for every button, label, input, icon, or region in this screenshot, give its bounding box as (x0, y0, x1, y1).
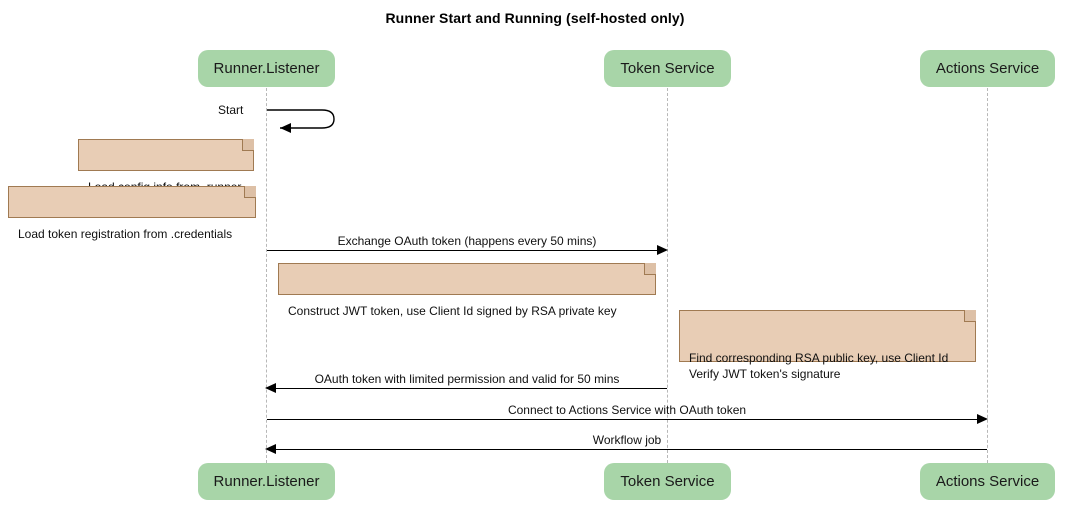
lifeline-actions-service (987, 88, 988, 463)
message-line-workflow-job (275, 449, 987, 450)
note-fold-corner-icon (244, 186, 256, 198)
note-construct-jwt: Construct JWT token, use Client Id signe… (278, 263, 656, 318)
diagram-title: Runner Start and Running (self-hosted on… (385, 10, 685, 26)
note-fold-corner-icon (644, 263, 656, 275)
self-message-start-arrow (267, 109, 335, 133)
lifeline-token-service (667, 88, 668, 463)
arrowhead-right-icon (657, 245, 668, 255)
participant-runner-listener-top[interactable]: Runner.Listener (198, 50, 335, 87)
arrowhead-right-icon (977, 414, 988, 424)
lifeline-runner-listener (266, 88, 267, 463)
note-load-token-registration-text: Load token registration from .credential… (18, 227, 233, 241)
arrowhead-left-icon (265, 383, 276, 393)
note-construct-jwt-text: Construct JWT token, use Client Id signe… (288, 304, 617, 318)
message-line-oauth-token-returned (275, 388, 667, 389)
note-verify-jwt: Find corresponding RSA public key, use C… (679, 310, 976, 381)
note-fold-corner-icon (964, 310, 976, 322)
message-label-exchange-oauth-token: Exchange OAuth token (happens every 50 m… (337, 234, 597, 248)
participant-runner-listener-bottom[interactable]: Runner.Listener (198, 463, 335, 500)
note-verify-jwt-text: Find corresponding RSA public key, use C… (689, 351, 949, 381)
message-label-workflow-job: Workflow job (592, 433, 662, 447)
message-label-start: Start (218, 103, 244, 117)
note-fold-corner-icon (242, 139, 254, 151)
message-label-connect-actions-service: Connect to Actions Service with OAuth to… (507, 403, 747, 417)
participant-actions-service-bottom[interactable]: Actions Service (920, 463, 1055, 500)
message-line-connect-actions-service (267, 419, 979, 420)
note-load-config: Load config info from .runner (78, 139, 254, 194)
message-label-oauth-token-returned: OAuth token with limited permission and … (314, 372, 620, 386)
participant-actions-service-top[interactable]: Actions Service (920, 50, 1055, 87)
note-load-token-registration: Load token registration from .credential… (8, 186, 256, 241)
participant-token-service-bottom[interactable]: Token Service (604, 463, 731, 500)
message-line-exchange-oauth-token (267, 250, 659, 251)
participant-token-service-top[interactable]: Token Service (604, 50, 731, 87)
arrowhead-left-icon (265, 444, 276, 454)
